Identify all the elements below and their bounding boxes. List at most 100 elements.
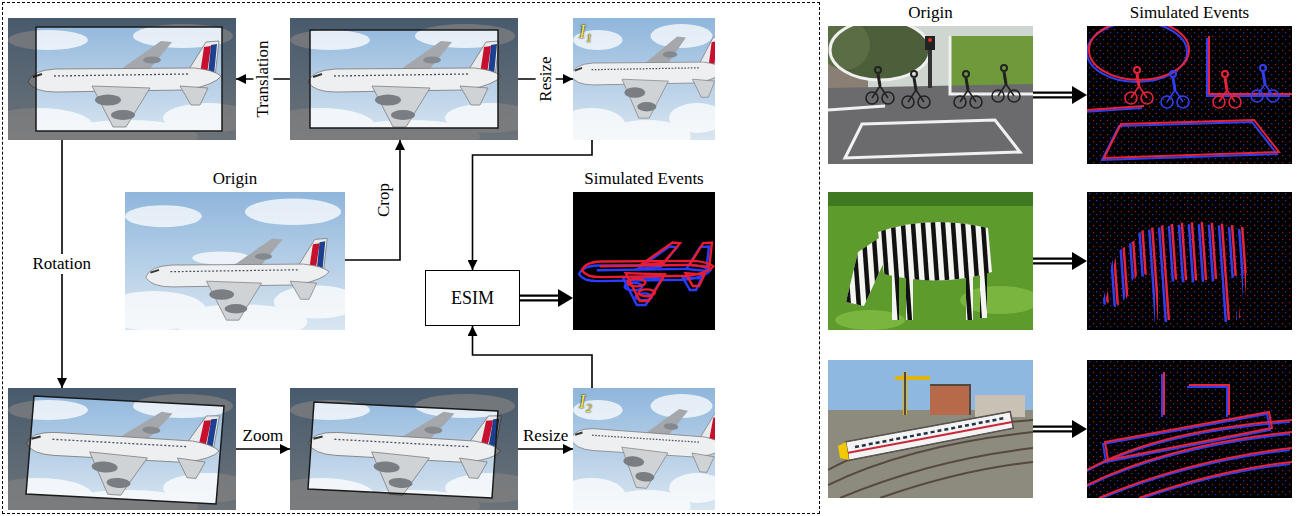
image-panel <box>828 360 1033 498</box>
arrowhead <box>558 289 573 307</box>
connector <box>473 326 593 388</box>
panel-heading: Simulated Events <box>1087 3 1292 23</box>
street-photo <box>902 71 930 108</box>
zoomed-image <box>308 402 498 498</box>
street-photo <box>954 71 982 108</box>
image-panel <box>1087 360 1292 498</box>
zebra-events <box>1101 210 1259 322</box>
train-photo <box>895 372 930 415</box>
cropped-image <box>290 18 518 140</box>
connector-line <box>236 448 290 450</box>
event-image <box>573 192 715 330</box>
resized-image <box>573 36 715 118</box>
street-events <box>1125 67 1153 104</box>
double-arrow-gap <box>1033 428 1075 431</box>
image-panel: Simulated Events <box>1087 26 1292 164</box>
zoomed-image <box>290 388 518 510</box>
double-arrow-shaft <box>1033 92 1075 99</box>
edge-label: Crop <box>374 181 394 219</box>
train-photo <box>930 385 970 415</box>
train-events <box>1087 372 1292 498</box>
train-photo <box>828 360 1033 498</box>
double-arrow-gap <box>520 297 561 300</box>
image-panel: I₂ <box>573 388 715 510</box>
translated-image <box>8 24 236 140</box>
street-photo <box>928 38 932 42</box>
translated-image <box>28 41 221 127</box>
event-image <box>582 242 713 300</box>
connector-line <box>473 326 593 388</box>
street-photo <box>828 26 1033 164</box>
train-photo <box>828 410 1033 498</box>
zebra-photo <box>828 192 1033 330</box>
image-panel <box>8 18 236 140</box>
image-panel: Origin <box>828 26 1033 164</box>
event-image <box>573 192 715 330</box>
image-panel <box>1087 192 1292 330</box>
resized-image <box>573 400 715 494</box>
resized-image <box>573 24 715 140</box>
arrowhead <box>1072 420 1087 438</box>
edge-label: Zoom <box>241 426 286 446</box>
train-photo <box>828 372 1033 498</box>
connector <box>1033 86 1087 104</box>
zebra-events <box>1087 192 1292 330</box>
arrowhead <box>1072 86 1087 104</box>
dashed-frame: I₁ OriginESIM Simulated EventsI₂ <box>2 2 820 514</box>
image-panel: Origin <box>125 192 345 330</box>
image-tag: I₂ <box>579 391 592 413</box>
cropped-image <box>308 41 501 127</box>
zebra-photo <box>828 192 1033 206</box>
rotated-image <box>8 388 236 510</box>
train-photo <box>847 422 1012 453</box>
connector-line <box>345 140 400 260</box>
street-events <box>1213 71 1241 108</box>
connector <box>345 140 400 260</box>
connectors <box>62 79 1087 449</box>
street-photo <box>925 36 935 50</box>
origin-image <box>125 192 345 330</box>
street-photo <box>992 65 1020 102</box>
street-events <box>1251 65 1279 102</box>
translated-image <box>8 18 236 140</box>
image-panel <box>8 388 236 510</box>
edge-label: Resize <box>536 54 556 103</box>
connector <box>473 140 593 270</box>
rotated-image <box>26 396 224 504</box>
translated-image <box>36 27 222 131</box>
train-events <box>1087 360 1292 498</box>
street-events <box>1161 71 1189 108</box>
street-photo <box>828 26 1033 158</box>
image-panel <box>290 18 518 140</box>
zoomed-image <box>290 388 518 510</box>
double-arrow-shaft <box>1033 258 1075 265</box>
origin-image <box>125 199 345 330</box>
image-panel: Simulated Events <box>573 192 715 330</box>
zebra-events <box>1087 192 1292 330</box>
process-box: ESIM <box>425 270 520 326</box>
panel-heading: Origin <box>125 169 345 189</box>
translated-image <box>8 18 236 140</box>
train-photo <box>846 412 1013 460</box>
rotated-image <box>8 388 236 510</box>
zoomed-image <box>305 403 504 502</box>
resized-image <box>573 18 715 140</box>
panel-heading: Origin <box>828 3 1033 23</box>
rotated-image <box>8 394 236 510</box>
connector <box>236 449 290 450</box>
street-events <box>1087 26 1292 164</box>
train-events <box>1087 372 1292 498</box>
origin-image <box>146 238 329 320</box>
connector <box>1033 252 1087 270</box>
image-tag: I₁ <box>579 21 592 43</box>
image-panel <box>828 192 1033 330</box>
double-arrow-gap <box>1033 260 1075 263</box>
cropped-image <box>290 24 518 140</box>
zebra-events <box>1098 210 1259 324</box>
cropped-image <box>310 30 498 128</box>
zebra-events <box>1087 192 1292 330</box>
